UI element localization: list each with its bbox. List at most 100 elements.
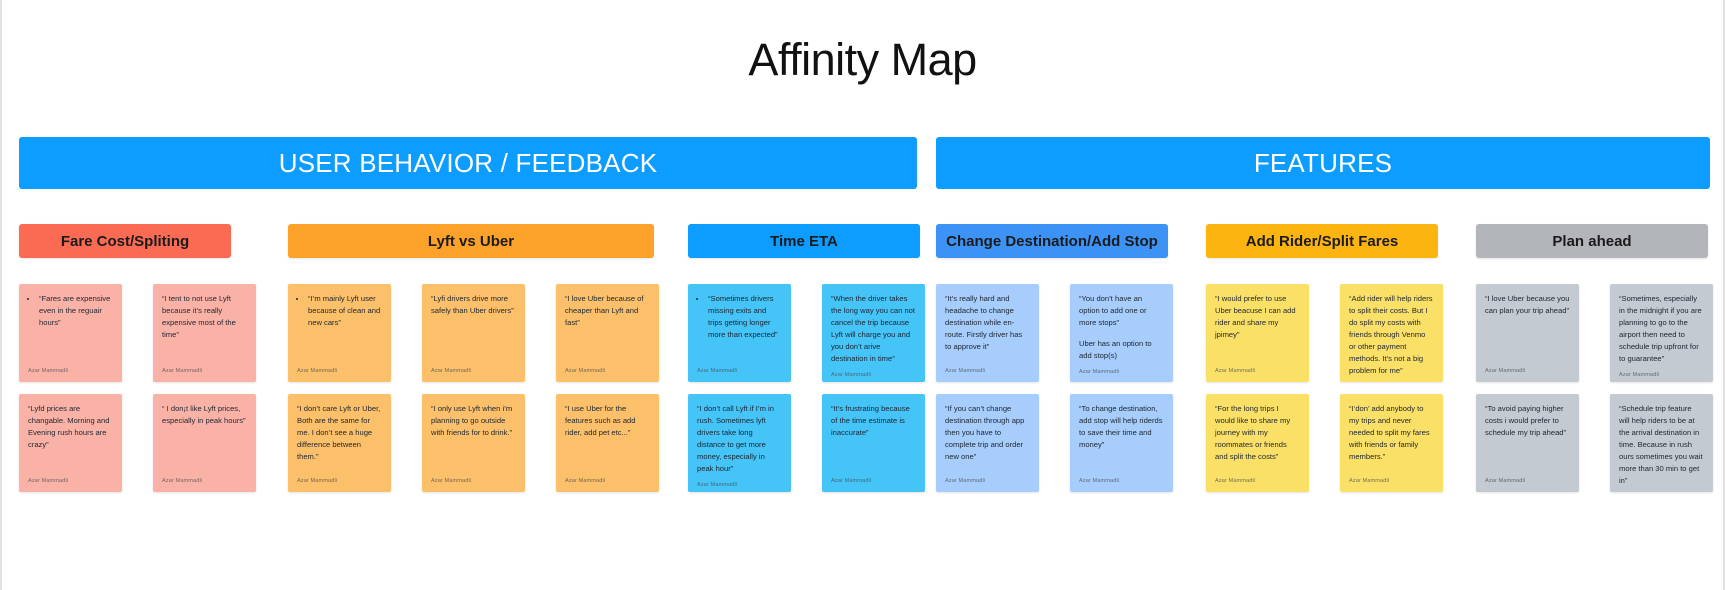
sticky-note[interactable]: “For the long trips I would like to shar… xyxy=(1206,394,1309,492)
column-header-addrider[interactable]: Add Rider/Split Fares xyxy=(1206,224,1438,258)
sticky-note-author: Azar Mammadli xyxy=(1485,478,1526,485)
sticky-note-body: “Lyfd prices are changable. Morning and … xyxy=(28,403,113,471)
sticky-note-author: Azar Mammadli xyxy=(431,478,472,485)
sticky-note-text: “For the long trips I would like to shar… xyxy=(1215,404,1291,461)
sticky-note[interactable]: “You don’t have an option to add one or … xyxy=(1070,284,1173,382)
sticky-note-body: “To change destination, add stop will he… xyxy=(1079,403,1164,471)
sticky-note-body: “To avoid paying higher costs i would pr… xyxy=(1485,403,1570,471)
sticky-note-body: “I would prefer to use Uber beacuse I ca… xyxy=(1215,293,1300,361)
sticky-note[interactable]: “To avoid paying higher costs i would pr… xyxy=(1476,394,1579,492)
sticky-note-author: Azar Mammadli xyxy=(1485,368,1526,375)
sticky-note-body: “I don’t call Lyft if I’m in rush. Somet… xyxy=(697,403,782,475)
sticky-note-body: “Fares are expensive even in the reguair… xyxy=(28,293,113,361)
sticky-note-text: “Schedule trip feature will help riders … xyxy=(1619,404,1703,485)
sticky-note[interactable]: “Lyfi drivers drive more safely than Ube… xyxy=(422,284,525,382)
sticky-note[interactable]: “I love Uber because you can plan your t… xyxy=(1476,284,1579,382)
sticky-note[interactable]: “Fares are expensive even in the reguair… xyxy=(19,284,122,382)
column-plan-ahead: Plan ahead “I love Uber because you can p… xyxy=(1476,224,1713,496)
sticky-note-group-eta: “Sometimes drivers missing exits and tri… xyxy=(688,284,925,496)
sticky-note-text: “I don’t care Lyft or Uber, Both are the… xyxy=(297,404,381,461)
sticky-note-body: “I’m mainly Lyft user because of clean a… xyxy=(297,293,382,361)
sticky-note[interactable]: “It’s frustrating because of the time es… xyxy=(822,394,925,492)
sticky-note-group-addrider: “I would prefer to use Uber beacuse I ca… xyxy=(1206,284,1443,496)
section-banner-label: USER BEHAVIOR / FEEDBACK xyxy=(278,147,658,178)
sticky-note-body: “I use Uber for the features such as add… xyxy=(565,403,650,471)
sticky-note-text: “I tent to not use Lyft because it’s rea… xyxy=(162,294,236,339)
sticky-note-body: “Schedule trip feature will help riders … xyxy=(1619,403,1704,487)
sticky-note-author: Azar Mammadli xyxy=(565,368,606,375)
sticky-note-body: “For the long trips I would like to shar… xyxy=(1215,403,1300,471)
sticky-note-text: “It’s frustrating because of the time es… xyxy=(831,404,910,437)
sticky-note-body: “I don’t care Lyft or Uber, Both are the… xyxy=(297,403,382,471)
sticky-note-group-fare: “Fares are expensive even in the reguair… xyxy=(19,284,256,496)
sticky-note[interactable]: “Add rider will help riders to split the… xyxy=(1340,284,1443,382)
sticky-note-body: “ I don¡t like Lyft prices, especially i… xyxy=(162,403,247,471)
sticky-note-body: “If you can’t change destination through… xyxy=(945,403,1030,471)
sticky-note-text: “I’m mainly Lyft user because of clean a… xyxy=(307,293,382,329)
sticky-note-author: Azar Mammadli xyxy=(1215,368,1256,375)
sticky-note[interactable]: “I don’t call Lyft if I’m in rush. Somet… xyxy=(688,394,791,492)
sticky-note-author: Azar Mammadli xyxy=(297,368,338,375)
sticky-note[interactable]: “I don’t care Lyft or Uber, Both are the… xyxy=(288,394,391,492)
column-header-fare[interactable]: Fare Cost/Spliting xyxy=(19,224,231,258)
sticky-note-body: “I love Uber because of cheaper than Lyf… xyxy=(565,293,650,361)
column-header-label: Time ETA xyxy=(770,232,838,250)
sticky-note-body: “Sometimes drivers missing exits and tri… xyxy=(697,293,782,361)
sticky-note-text: “Lyfi drivers drive more safely than Ube… xyxy=(431,294,514,315)
sticky-note-body: “I‘don’ add anybody to my trips and neve… xyxy=(1349,403,1434,471)
sticky-note[interactable]: “When the driver takes the long way you … xyxy=(822,284,925,382)
sticky-note-author: Azar Mammadli xyxy=(297,478,338,485)
sticky-note-author: Azar Mammadli xyxy=(945,368,986,375)
column-header-label: Plan ahead xyxy=(1552,232,1632,250)
column-header-eta[interactable]: Time ETA xyxy=(688,224,920,258)
sticky-note[interactable]: “ I don¡t like Lyft prices, especially i… xyxy=(153,394,256,492)
sticky-note[interactable]: “I‘don’ add anybody to my trips and neve… xyxy=(1340,394,1443,492)
sticky-note-text: “If you can’t change destination through… xyxy=(945,404,1025,461)
sticky-note[interactable]: “Sometimes, especially in the midnight i… xyxy=(1610,284,1713,382)
sticky-note-text: “I use Uber for the features such as add… xyxy=(565,404,636,437)
sticky-note[interactable]: “Lyfd prices are changable. Morning and … xyxy=(19,394,122,492)
sticky-note-text: “I love Uber because of cheaper than Lyf… xyxy=(565,294,644,327)
sticky-note[interactable]: “I use Uber for the features such as add… xyxy=(556,394,659,492)
sticky-note-text: “I don’t call Lyft if I’m in rush. Somet… xyxy=(697,404,774,473)
sticky-note-author: Azar Mammadli xyxy=(1619,371,1660,378)
column-header-lyftuber[interactable]: Lyft vs Uber xyxy=(288,224,654,258)
sticky-note-author: Azar Mammadli xyxy=(697,481,738,488)
sticky-note-author: Azar Mammadli xyxy=(1215,478,1256,485)
sticky-note-author: Azar Mammadli xyxy=(162,478,203,485)
column-header-label: Add Rider/Split Fares xyxy=(1245,232,1399,250)
sticky-note[interactable]: “I tent to not use Lyft because it’s rea… xyxy=(153,284,256,382)
sticky-note-text: “It’s really hard and headache to change… xyxy=(945,294,1023,351)
sticky-note-text: “I love Uber because you can plan your t… xyxy=(1485,294,1570,315)
sticky-note-text: “Add rider will help riders to split the… xyxy=(1349,294,1433,375)
column-header-label: Lyft vs Uber xyxy=(427,232,515,250)
sticky-note-author: Azar Mammadli xyxy=(945,478,986,485)
section-banner-user-behavior[interactable]: USER BEHAVIOR / FEEDBACK xyxy=(19,137,917,189)
sticky-note-text: “Lyfd prices are changable. Morning and … xyxy=(28,404,110,449)
sticky-note[interactable]: “Schedule trip feature will help riders … xyxy=(1610,394,1713,492)
sticky-note[interactable]: “To change destination, add stop will he… xyxy=(1070,394,1173,492)
column-header-change[interactable]: Change Destination/Add Stop xyxy=(936,224,1168,258)
section-banner-features[interactable]: FEATURES xyxy=(936,137,1710,189)
sticky-note-body: “I tent to not use Lyft because it’s rea… xyxy=(162,293,247,361)
column-fare-cost-spliting: Fare Cost/Spliting “Fares are expensive e… xyxy=(19,224,256,496)
sticky-note-text: “I would prefer to use Uber beacuse I ca… xyxy=(1215,294,1296,339)
sticky-note[interactable]: “It’s really hard and headache to change… xyxy=(936,284,1039,382)
column-change-destination-add-stop: Change Destination/Add Stop “It’s really … xyxy=(936,224,1173,496)
sticky-note[interactable]: “Sometimes drivers missing exits and tri… xyxy=(688,284,791,382)
sticky-note-author: Azar Mammadli xyxy=(697,368,738,375)
column-add-rider-split-fares: Add Rider/Split Fares “I would prefer to … xyxy=(1206,224,1443,496)
sticky-note[interactable]: “I’m mainly Lyft user because of clean a… xyxy=(288,284,391,382)
sticky-note-text: “To change destination, add stop will he… xyxy=(1079,404,1163,449)
sticky-note[interactable]: “I only use Lyft when i’m planning to go… xyxy=(422,394,525,492)
sticky-note-body: “Add rider will help riders to split the… xyxy=(1349,293,1434,377)
sticky-note-group-planahead: “I love Uber because you can plan your t… xyxy=(1476,284,1713,496)
sticky-note-author: Azar Mammadli xyxy=(162,368,203,375)
column-header-planahead[interactable]: Plan ahead xyxy=(1476,224,1708,258)
sticky-note-text-secondary: Uber has an option to add stop(s) xyxy=(1079,338,1152,360)
sticky-note-body: “I love Uber because you can plan your t… xyxy=(1485,293,1570,361)
sticky-note[interactable]: “I love Uber because of cheaper than Lyf… xyxy=(556,284,659,382)
sticky-note[interactable]: “If you can’t change destination through… xyxy=(936,394,1039,492)
sticky-note[interactable]: “I would prefer to use Uber beacuse I ca… xyxy=(1206,284,1309,382)
